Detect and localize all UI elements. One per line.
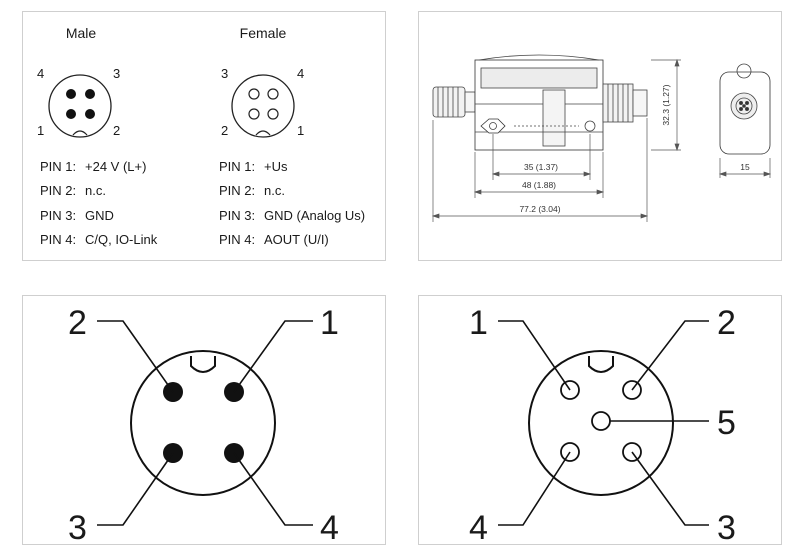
female-socket-1	[267, 108, 279, 120]
dimension-overall-length: 77.2 (3.04)	[519, 204, 560, 214]
male-title: Male	[66, 25, 97, 41]
pin-label: 5	[717, 404, 736, 442]
male-pin-2	[85, 109, 95, 119]
male-pin-1	[66, 109, 76, 119]
dimension-width: 15	[740, 162, 750, 172]
dimension-body-length: 48 (1.88)	[522, 180, 556, 190]
pin-label: 4	[320, 509, 339, 546]
leader-line	[498, 320, 571, 391]
leader-line	[498, 451, 571, 526]
list-item: PIN 3:GND (Analog Us)	[219, 207, 366, 223]
pin-label: 3	[717, 509, 736, 546]
pin-label: 1	[320, 304, 339, 342]
pin-label: 2	[68, 304, 87, 342]
leader-line	[97, 452, 174, 526]
sensor-housing	[474, 54, 604, 151]
female-socket-2	[248, 108, 260, 120]
pin-label: 1	[469, 304, 488, 342]
male-connector-face: 4 3 1 2	[37, 66, 120, 138]
female-title: Female	[240, 25, 287, 41]
female-pin-number: 3	[221, 66, 228, 81]
pin-label: 2	[717, 304, 736, 342]
male-pin-list: PIN 1:+24 V (L+) PIN 2:n.c. PIN 3:GND PI…	[40, 155, 157, 252]
female-pin-number: 4	[297, 66, 304, 81]
leader-line	[233, 320, 313, 393]
connector-4pin-panel: 2 1 3 4	[22, 295, 386, 546]
male-pin-number: 1	[37, 123, 44, 138]
list-item: PIN 2:n.c.	[40, 183, 106, 199]
connector-5pin-panel: 1 2 5 4 3	[418, 295, 782, 546]
male-pin-number: 2	[113, 123, 120, 138]
leader-line	[631, 451, 709, 526]
list-item: PIN 2:n.c.	[219, 183, 285, 199]
female-pin-number: 1	[297, 123, 304, 138]
male-pin-number: 3	[113, 66, 120, 81]
leader-line	[233, 452, 313, 526]
female-socket-4	[267, 88, 279, 100]
connector-faces: Male Female 4 3 1 2 3 4 2 1	[37, 25, 304, 138]
dimension-drawing-panel: 32.3 (1.27) 35 (1.37) 48 (1.88) 77.2 (3.…	[418, 11, 782, 261]
list-item: PIN 4:C/Q, IO-Link	[40, 231, 158, 247]
dimension-height: 32.3 (1.27)	[661, 84, 671, 125]
female-connector-face: 3 4 2 1	[221, 66, 304, 138]
female-pin-number: 2	[221, 123, 228, 138]
right-connector	[602, 83, 648, 123]
female-socket-3	[248, 88, 260, 100]
left-connector	[432, 86, 476, 118]
male-pin-4	[66, 89, 76, 99]
male-pin-number: 4	[37, 66, 44, 81]
list-item: PIN 4:AOUT (U/I)	[219, 231, 329, 247]
leader-line	[631, 320, 709, 391]
list-item: PIN 3:GND	[40, 207, 114, 223]
pin-assignment-panel: Male Female 4 3 1 2 3 4 2 1	[22, 11, 386, 261]
list-item: PIN 1:+Us	[219, 159, 288, 174]
end-view	[719, 63, 771, 155]
socket-5	[591, 411, 611, 431]
connector-5pin-diagram: 1 2 5 4 3	[469, 304, 736, 546]
dimension-drawing: 32.3 (1.27) 35 (1.37) 48 (1.88) 77.2 (3.…	[431, 54, 772, 222]
connector-4pin-diagram: 2 1 3 4	[68, 304, 339, 546]
pin-label: 3	[68, 509, 87, 546]
male-pin-3	[85, 89, 95, 99]
list-item: PIN 1:+24 V (L+)	[40, 159, 147, 174]
pin-label: 4	[469, 509, 488, 546]
female-pin-list: PIN 1:+Us PIN 2:n.c. PIN 3:GND (Analog U…	[219, 155, 365, 252]
leader-line	[97, 320, 174, 393]
dimension-hole-spacing: 35 (1.37)	[524, 162, 558, 172]
